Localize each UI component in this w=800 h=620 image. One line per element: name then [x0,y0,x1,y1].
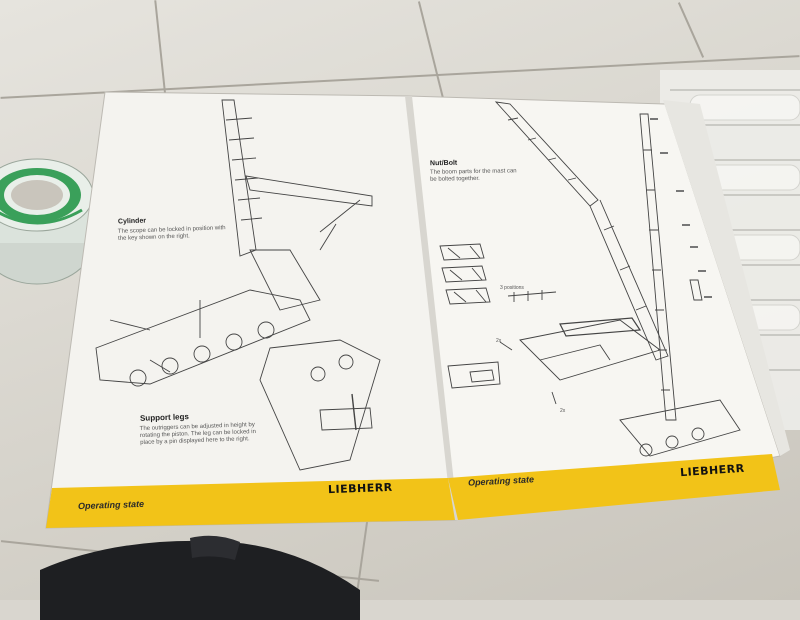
nut-bolt-description: The boom parts for the mast can be bolte… [429,168,517,183]
positions-label: 3 positions [500,285,524,291]
dimension-ticks [650,118,712,298]
nut-bolt-title: Nut/Bolt [429,159,458,168]
brand-logo-left: LIEBHERR [327,480,393,497]
support-legs-title: Support legs [139,412,190,423]
support-legs-description: The outriggers can be adjusted in height… [139,422,257,447]
count-label-top: 2x [496,338,502,344]
mobile-crane-drawing-right [439,101,741,457]
tape-roll-object [0,158,94,285]
count-label-bottom: 2x [560,408,566,414]
cylinder-title: Cylinder [117,217,147,226]
instruction-booklet [45,91,790,529]
mobile-crane-drawing-left [95,99,381,471]
